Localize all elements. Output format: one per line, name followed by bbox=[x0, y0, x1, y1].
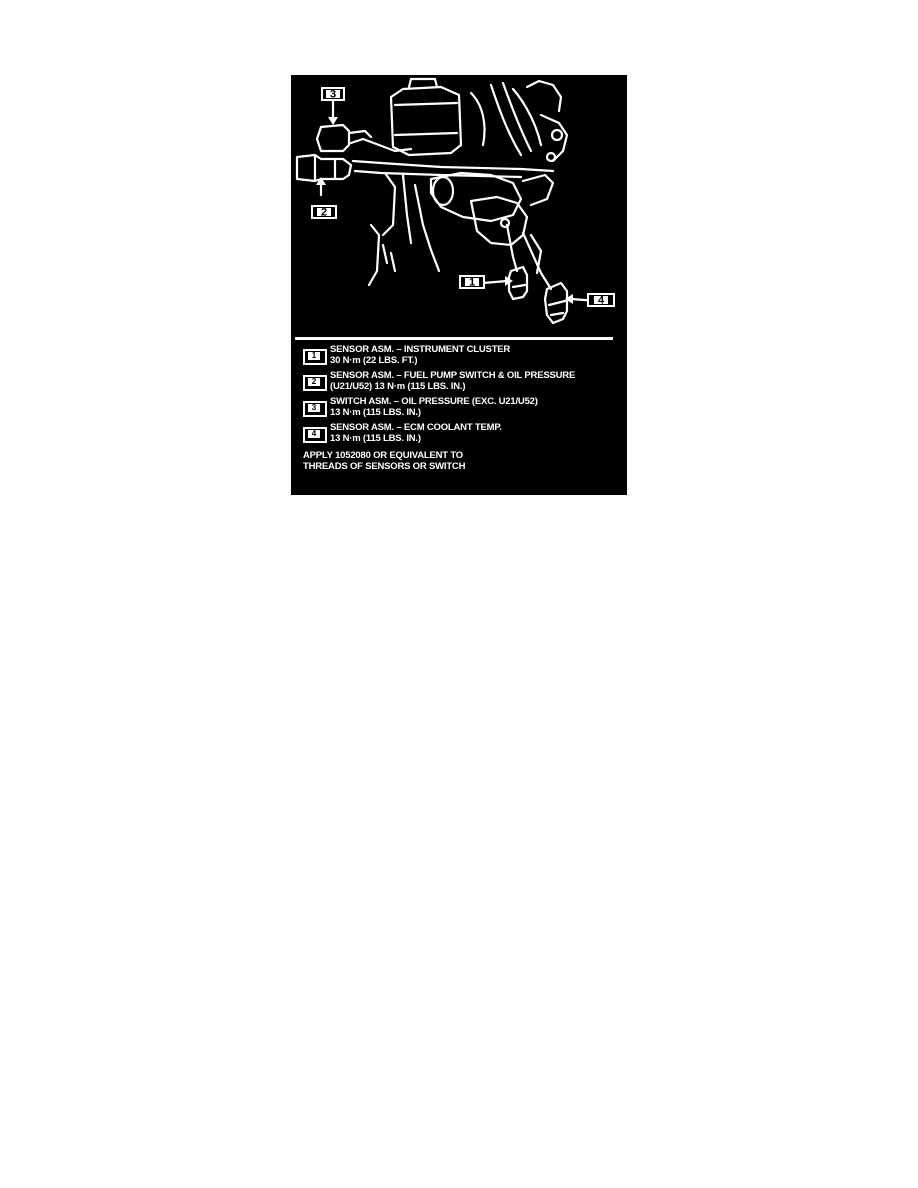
legend-number: 4 bbox=[308, 430, 320, 438]
callout-box-2: 2 bbox=[311, 205, 337, 219]
engine-sensor-diagram: 3 2 1 4 1 SENSOR ASM. – INSTRUM bbox=[291, 75, 627, 495]
sensor-asm-4-stem bbox=[521, 231, 553, 291]
sensor-asm-1-shape bbox=[507, 265, 529, 301]
legend-number-box: 4 bbox=[303, 427, 327, 443]
legend-text: SENSOR ASM. – FUEL PUMP SWITCH & OIL PRE… bbox=[330, 370, 575, 392]
sensor-asm-2-shape bbox=[295, 153, 353, 183]
engine-illustration: 3 2 1 4 bbox=[295, 77, 615, 325]
legend-item-4: 4 SENSOR ASM. – ECM COOLANT TEMP. 13 N·m… bbox=[303, 422, 621, 444]
legend-line: 13 N·m (115 LBS. IN.) bbox=[330, 407, 421, 418]
legend-line: 30 N·m (22 LBS. FT.) bbox=[330, 355, 418, 366]
sensor-asm-4-shape bbox=[543, 281, 569, 325]
legend-line: (U21/U52) 13 N·m (115 LBS. IN.) bbox=[330, 381, 466, 392]
legend-number-box: 2 bbox=[303, 375, 327, 391]
legend-number: 2 bbox=[308, 378, 320, 386]
footnote: APPLY 1052080 OR EQUIVALENT TO THREADS O… bbox=[303, 450, 621, 472]
callout-label-3: 3 bbox=[330, 89, 336, 101]
legend-item-2: 2 SENSOR ASM. – FUEL PUMP SWITCH & OIL P… bbox=[303, 370, 621, 392]
brake-line bbox=[489, 83, 523, 157]
footnote-line: THREADS OF SENSORS OR SWITCH bbox=[303, 461, 466, 472]
legend: 1 SENSOR ASM. – INSTRUMENT CLUSTER 30 N·… bbox=[303, 344, 621, 472]
legend-line: SENSOR ASM. – FUEL PUMP SWITCH & OIL PRE… bbox=[330, 370, 576, 381]
legend-line: SWITCH ASM. – OIL PRESSURE (EXC. U21/U52… bbox=[330, 396, 538, 407]
callout-label-2: 2 bbox=[321, 207, 327, 219]
legend-line: SENSOR ASM. – INSTRUMENT CLUSTER bbox=[330, 344, 511, 355]
wiring-harness bbox=[349, 137, 413, 153]
legend-text: SENSOR ASM. – ECM COOLANT TEMP. 13 N·m (… bbox=[330, 422, 502, 444]
legend-line: 13 N·m (115 LBS. IN.) bbox=[330, 433, 421, 444]
legend-text: SENSOR ASM. – INSTRUMENT CLUSTER 30 N·m … bbox=[330, 344, 510, 366]
callout-label-1: 1 bbox=[469, 277, 475, 289]
callout-box-3: 3 bbox=[321, 87, 345, 101]
legend-divider bbox=[295, 337, 613, 340]
callout-box-1: 1 bbox=[459, 275, 485, 289]
callout-box-4: 4 bbox=[587, 293, 615, 307]
water-outlet bbox=[429, 171, 523, 223]
reservoir-shape bbox=[389, 85, 463, 157]
reservoir-cap bbox=[407, 77, 439, 89]
legend-item-1: 1 SENSOR ASM. – INSTRUMENT CLUSTER 30 N·… bbox=[303, 344, 621, 366]
footnote-line: APPLY 1052080 OR EQUIVALENT TO bbox=[303, 450, 463, 461]
legend-number-box: 3 bbox=[303, 401, 327, 417]
legend-number-box: 1 bbox=[303, 349, 327, 365]
callout-label-4: 4 bbox=[598, 295, 605, 307]
switch-asm-3-shape bbox=[315, 123, 351, 153]
legend-item-3: 3 SWITCH ASM. – OIL PRESSURE (EXC. U21/U… bbox=[303, 396, 621, 418]
legend-number: 3 bbox=[308, 404, 320, 412]
legend-number: 1 bbox=[308, 352, 320, 360]
legend-text: SWITCH ASM. – OIL PRESSURE (EXC. U21/U52… bbox=[330, 396, 538, 418]
sensor-asm-1-stem bbox=[505, 223, 519, 273]
legend-line: SENSOR ASM. – ECM COOLANT TEMP. bbox=[330, 422, 502, 433]
